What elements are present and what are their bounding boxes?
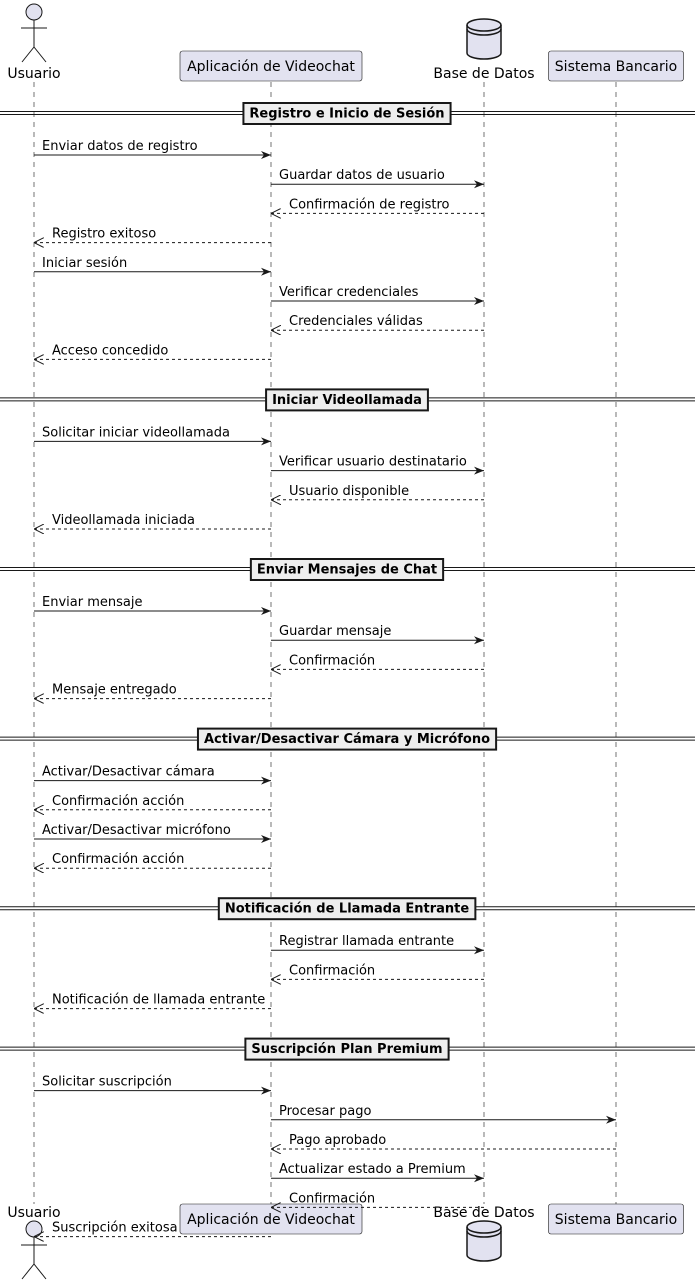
message-label: Confirmación (289, 653, 375, 668)
message-label: Activar/Desactivar cámara (42, 765, 215, 780)
message-label: Acceso concedido (52, 343, 168, 358)
message-arrow: Iniciar sesión (34, 256, 271, 276)
message-arrow: Confirmación de registro (271, 197, 484, 213)
message-label: Mensaje entregado (52, 683, 177, 698)
participant-label-top: Base de Datos (433, 66, 534, 82)
message-arrow: Actualizar estado a Premium (271, 1162, 484, 1183)
section-title: Enviar Mensajes de Chat (257, 563, 437, 578)
message-arrow: Activar/Desactivar micrófono (34, 823, 271, 843)
message-arrow: Pago aprobado (271, 1133, 616, 1149)
message-arrow: Enviar mensaje (34, 595, 271, 615)
message-arrow: Solicitar suscripción (34, 1075, 271, 1095)
app-box-top (179, 50, 363, 82)
message-arrow: Confirmación (271, 1191, 484, 1207)
message-label: Actualizar estado a Premium (279, 1162, 466, 1177)
message-label: Activar/Desactivar micrófono (42, 823, 231, 838)
message-label: Confirmación de registro (289, 197, 450, 212)
message-arrow: Registrar llamada entrante (271, 934, 484, 955)
message-label: Registrar llamada entrante (279, 934, 454, 949)
message-arrow: Activar/Desactivar cámara (34, 765, 271, 785)
section-title: Activar/Desactivar Cámara y Micrófono (204, 732, 490, 747)
message-label: Suscripción exitosa (52, 1221, 178, 1236)
participant-label-bottom: Usuario (7, 1205, 60, 1221)
message-label: Confirmación acción (52, 794, 184, 809)
participant-label-bottom: Base de Datos (433, 1205, 534, 1221)
section-divider: Notificación de Llamada Entrante (0, 897, 695, 921)
actor-icon-top (21, 3, 47, 63)
message-arrow: Enviar datos de registro (34, 139, 271, 159)
message-label: Guardar mensaje (279, 624, 391, 639)
message-label: Verificar usuario destinatario (279, 455, 467, 470)
message-arrow: Procesar pago (271, 1104, 616, 1124)
message-arrow: Confirmación (271, 963, 484, 979)
message-label: Confirmación acción (52, 852, 184, 867)
participant-label-bottom: Sistema Bancario (555, 1212, 677, 1228)
message-arrow: Videollamada iniciada (34, 513, 271, 529)
section-title: Iniciar Videollamada (272, 393, 422, 408)
database-icon-top (466, 18, 502, 60)
bank-box-bottom (548, 1203, 684, 1235)
message-arrow: Acceso concedido (34, 343, 271, 359)
participant-label-bottom: Aplicación de Videochat (187, 1212, 355, 1228)
message-arrow: Registro exitoso (34, 227, 271, 243)
message-arrow: Mensaje entregado (34, 683, 271, 699)
participant-label-top: Sistema Bancario (555, 59, 677, 75)
message-arrow: Credenciales válidas (271, 314, 484, 330)
message-label: Usuario disponible (289, 484, 409, 499)
section-divider: Activar/Desactivar Cámara y Micrófono (0, 727, 695, 751)
message-arrow: Guardar mensaje (271, 624, 484, 645)
message-label: Solicitar suscripción (42, 1075, 172, 1090)
section-divider: Enviar Mensajes de Chat (0, 558, 695, 581)
section-title: Suscripción Plan Premium (251, 1042, 442, 1057)
message-arrow: Verificar credenciales (271, 285, 484, 305)
message-label: Verificar credenciales (279, 285, 419, 300)
message-arrow: Confirmación acción (34, 852, 271, 868)
message-label: Registro exitoso (52, 227, 156, 242)
message-label: Confirmación (289, 1191, 375, 1206)
participant-label-top: Usuario (7, 66, 60, 82)
message-arrow: Suscripción exitosa (34, 1221, 271, 1237)
message-label: Procesar pago (279, 1104, 371, 1119)
message-label: Credenciales válidas (289, 314, 423, 329)
section-title: Notificación de Llamada Entrante (225, 902, 470, 917)
message-label: Videollamada iniciada (52, 513, 195, 528)
message-arrow: Usuario disponible (271, 484, 484, 500)
section-divider: Iniciar Videollamada (0, 388, 695, 412)
message-arrow: Verificar usuario destinatario (271, 455, 484, 475)
message-label: Notificación de llamada entrante (52, 993, 265, 1008)
actor-icon-bottom (21, 1220, 47, 1280)
message-arrow: Confirmación acción (34, 794, 271, 810)
message-label: Solicitar iniciar videollamada (42, 425, 230, 440)
message-label: Guardar datos de usuario (279, 168, 445, 183)
message-arrow: Confirmación (271, 653, 484, 669)
message-label: Confirmación (289, 963, 375, 978)
bank-box-top (548, 50, 684, 82)
section-divider: Registro e Inicio de Sesión (0, 102, 695, 125)
section-title: Registro e Inicio de Sesión (249, 107, 444, 122)
participant-label-top: Aplicación de Videochat (187, 59, 355, 75)
message-label: Iniciar sesión (42, 256, 127, 271)
section-divider: Suscripción Plan Premium (0, 1037, 695, 1061)
message-label: Enviar mensaje (42, 595, 142, 610)
message-arrow: Notificación de llamada entrante (34, 993, 271, 1009)
message-label: Pago aprobado (289, 1133, 386, 1148)
message-label: Enviar datos de registro (42, 139, 198, 154)
message-arrow: Guardar datos de usuario (271, 168, 484, 189)
message-arrow: Solicitar iniciar videollamada (34, 425, 271, 446)
database-icon-bottom (466, 1220, 502, 1262)
